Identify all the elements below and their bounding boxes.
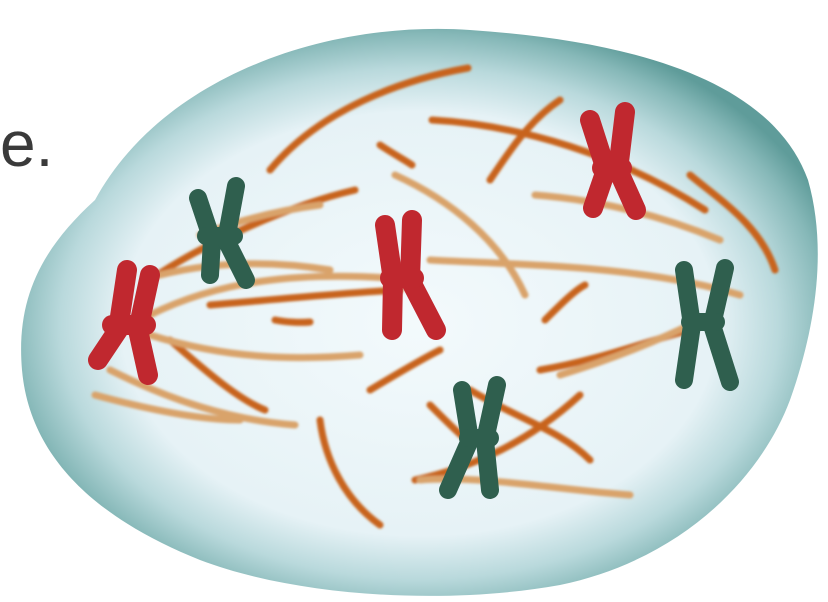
spindle-fiber: [275, 320, 310, 322]
